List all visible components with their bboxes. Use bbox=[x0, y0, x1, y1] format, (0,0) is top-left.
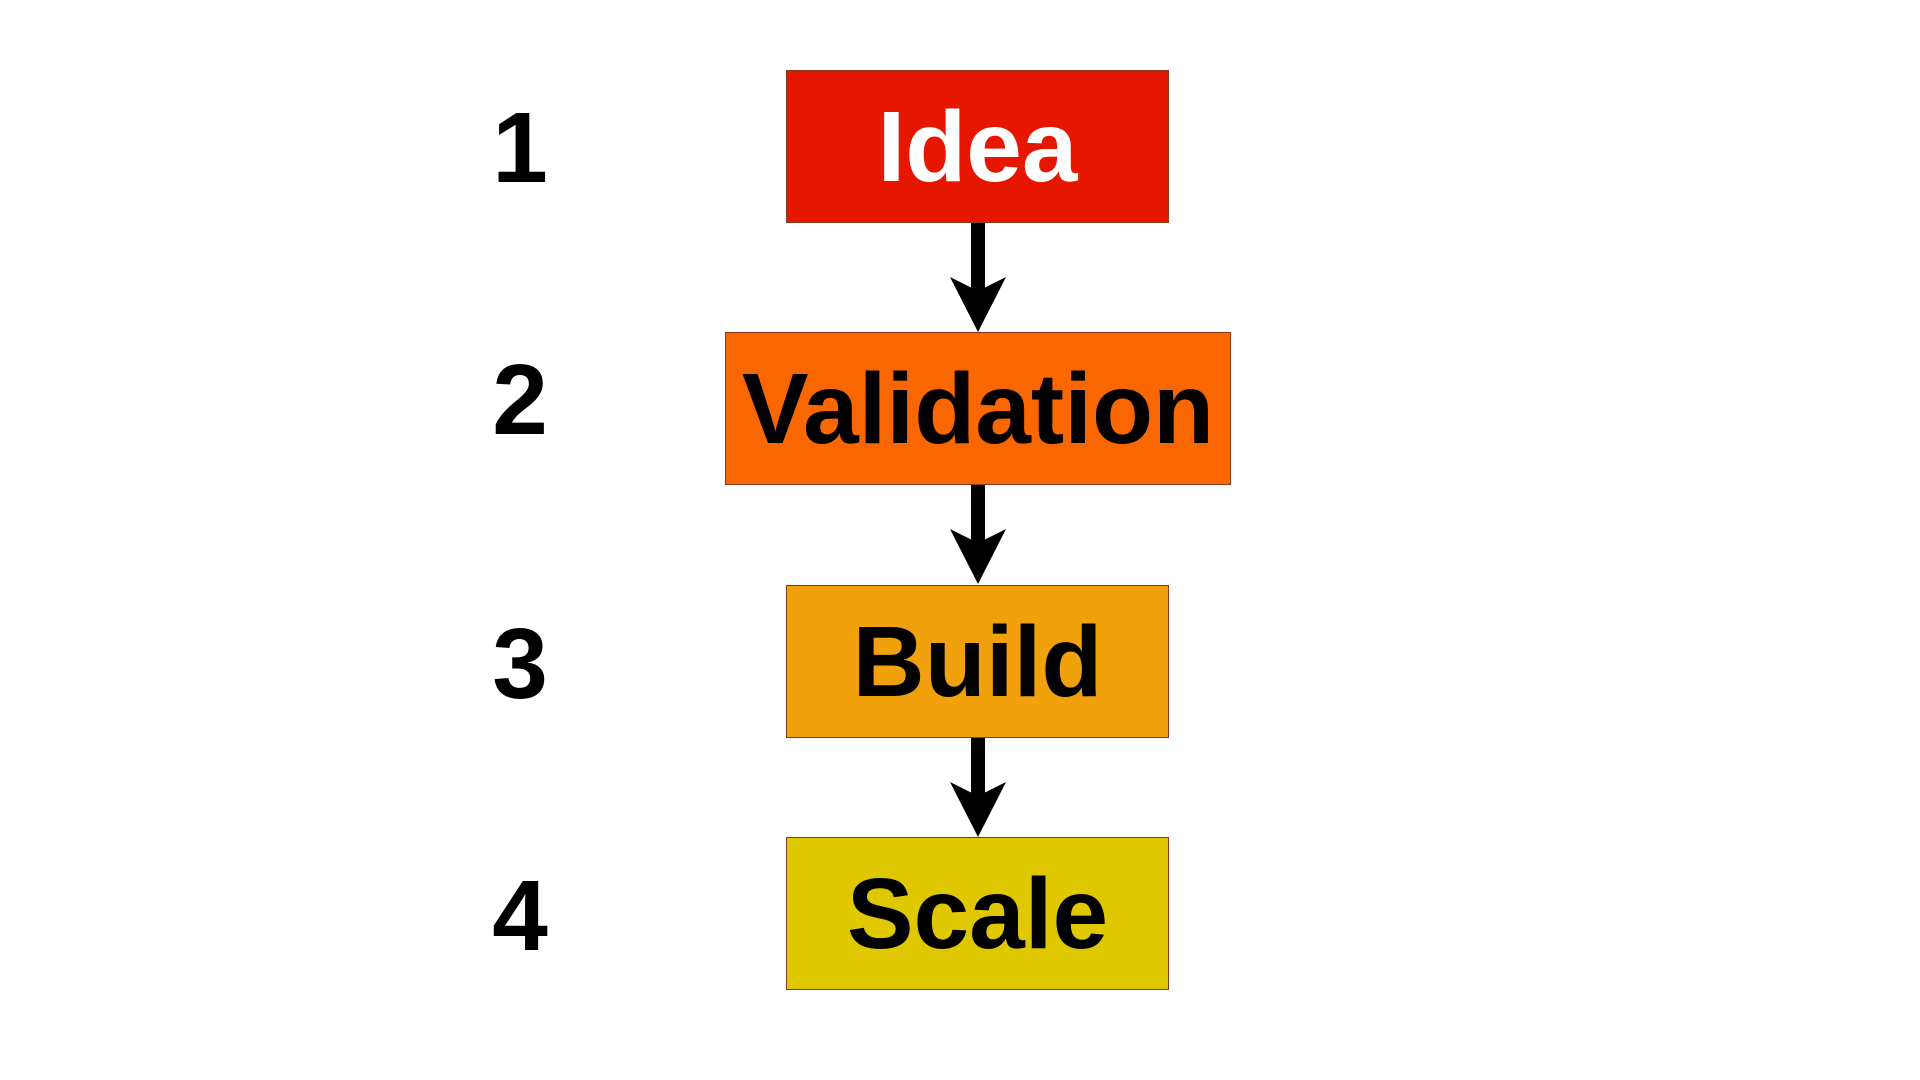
step-label-build: Build bbox=[852, 605, 1103, 718]
step-number-2: 2 bbox=[492, 344, 548, 456]
step-box-validation: Validation bbox=[725, 332, 1231, 485]
arrow-idea-to-validation bbox=[950, 223, 1006, 332]
step-box-build: Build bbox=[786, 585, 1169, 738]
step-box-scale: Scale bbox=[786, 837, 1169, 990]
step-label-idea: Idea bbox=[877, 90, 1078, 203]
step-label-validation: Validation bbox=[741, 352, 1215, 465]
step-number-1: 1 bbox=[492, 92, 548, 204]
step-box-idea: Idea bbox=[786, 70, 1169, 223]
step-number-3: 3 bbox=[492, 608, 548, 720]
arrow-validation-to-build bbox=[950, 485, 1006, 584]
step-label-scale: Scale bbox=[846, 857, 1109, 970]
step-number-4: 4 bbox=[492, 860, 548, 972]
arrow-build-to-scale bbox=[950, 738, 1006, 837]
